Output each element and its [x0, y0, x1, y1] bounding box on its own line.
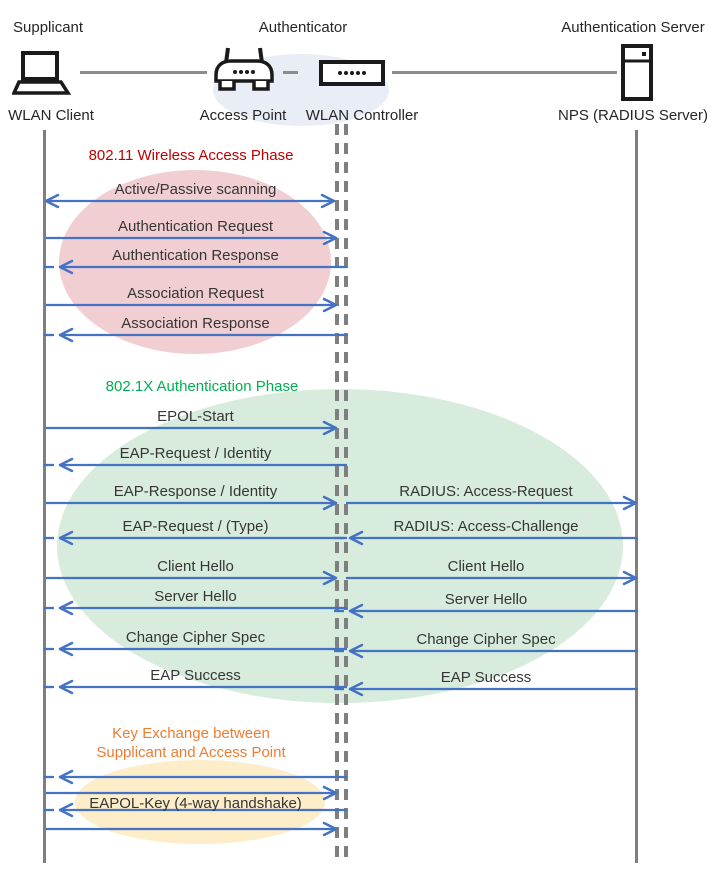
message-arrow-active-passive-scanning-0 — [42, 192, 338, 215]
message-arrow-eap-request-type-9 — [44, 529, 347, 552]
server-icon — [620, 44, 654, 101]
message-label-eap-response-identity: EAP-Response / Identity — [113, 483, 278, 500]
message-arrow-association-response-4 — [44, 326, 347, 349]
lifeline-wlan-controller-right — [344, 124, 348, 857]
connector-controller-to-server — [392, 71, 617, 74]
message-arrow-authentication-request-1 — [46, 229, 338, 252]
role-authentication-server: Authentication Server — [561, 19, 705, 36]
phase2-title: 802.1X Authentication Phase — [105, 378, 299, 395]
message-arrow-eapol-key-4-way-handshake-21 — [44, 801, 347, 824]
message-label-active-passive-scanning: Active/Passive scanning — [114, 181, 277, 198]
message-arrow-server-hello-13 — [44, 599, 347, 622]
phase3-title: Key Exchange between Supplicant and Acce… — [96, 725, 286, 761]
message-arrow-epol-start-5 — [46, 419, 338, 442]
node-label-access-point: Access Point — [199, 107, 287, 124]
access-point-icon — [212, 45, 276, 97]
message-arrow-eap-response-identity-7 — [46, 494, 338, 517]
message-label-client-hello: Client Hello — [157, 558, 234, 575]
message-label-eap-success: EAP Success — [150, 667, 241, 684]
message-arrow-client-hello-12 — [346, 569, 638, 592]
message-label-association-request: Association Request — [127, 285, 264, 302]
message-arrow-client-hello-11 — [46, 569, 338, 592]
message-label-authentication-response: Authentication Response — [112, 247, 279, 264]
message-label-authentication-request: Authentication Request — [117, 218, 274, 235]
role-supplicant: Supplicant — [13, 19, 84, 36]
message-arrow-authentication-response-2 — [44, 258, 347, 281]
role-authenticator: Authenticator — [258, 19, 348, 36]
message-label-eap-success: EAP Success — [440, 669, 532, 686]
message-label-server-hello: Server Hello — [154, 588, 237, 605]
lifeline-wlan-controller-left — [335, 124, 339, 857]
message-label-radius-access-request: RADIUS: Access-Request — [399, 483, 573, 500]
message-arrow-radius-access-challenge-10 — [334, 529, 638, 552]
connector-client-to-ap — [80, 71, 207, 74]
laptop-icon — [11, 50, 74, 97]
message-arrow-radius-access-request-8 — [346, 494, 638, 517]
message-label-epol-start: EPOL-Start — [157, 408, 234, 425]
wlan-controller-icon — [319, 60, 385, 86]
message-arrow-change-cipher-spec-15 — [44, 640, 347, 663]
lifeline-radius-server — [635, 130, 638, 863]
message-label-eapol-key-4-way-handshake: EAPOL-Key (4-way handshake) — [89, 795, 302, 812]
message-arrow-arrow-22 — [46, 820, 338, 843]
node-label-wlan-client: WLAN Client — [8, 107, 94, 124]
node-label-wlan-controller: WLAN Controller — [305, 107, 419, 124]
message-arrow-association-request-3 — [46, 296, 338, 319]
lifeline-wlan-client — [43, 130, 46, 863]
message-arrow-arrow-19 — [44, 768, 347, 791]
message-arrow-server-hello-14 — [334, 602, 638, 625]
message-label-change-cipher-spec: Change Cipher Spec — [416, 631, 556, 648]
node-label-nps-radius-server: NPS (RADIUS Server) — [557, 107, 709, 124]
message-label-eap-request-type: EAP-Request / (Type) — [122, 518, 269, 535]
message-label-association-response: Association Response — [121, 315, 270, 332]
connector-ap-to-controller — [283, 71, 298, 74]
message-label-client-hello: Client Hello — [447, 558, 525, 575]
message-label-change-cipher-spec: Change Cipher Spec — [125, 629, 266, 646]
message-arrow-change-cipher-spec-16 — [334, 642, 638, 665]
message-label-server-hello: Server Hello — [444, 591, 528, 608]
message-label-eap-request-identity: EAP-Request / Identity — [119, 445, 272, 462]
message-label-radius-access-challenge: RADIUS: Access-Challenge — [393, 518, 579, 535]
message-arrow-arrow-20 — [46, 784, 338, 807]
message-arrow-eap-success-17 — [44, 678, 347, 701]
message-arrow-eap-success-18 — [334, 680, 638, 703]
phase1-title: 802.11 Wireless Access Phase — [88, 147, 294, 164]
message-arrow-eap-request-identity-6 — [44, 456, 347, 479]
